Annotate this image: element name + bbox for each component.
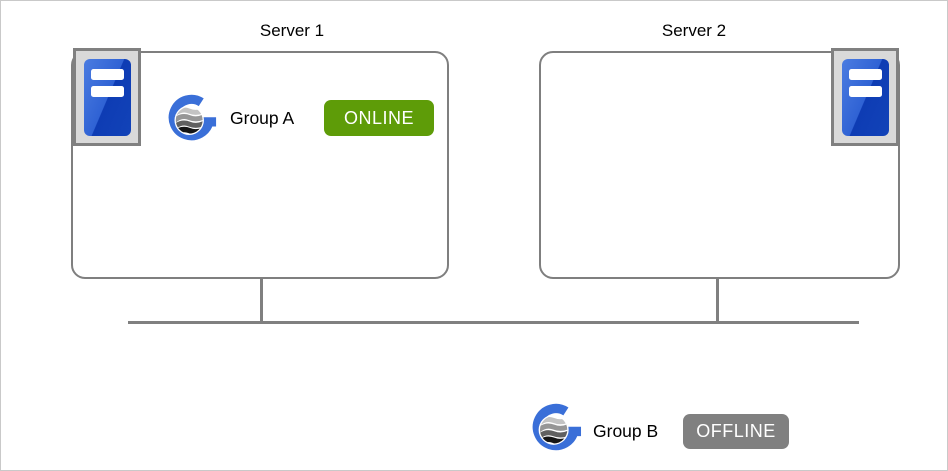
group-b-icon [531, 400, 584, 453]
server1-label: Server 1 [259, 21, 325, 40]
server-tower-shape [83, 58, 131, 136]
server-slot-bar [848, 68, 882, 80]
server2-icon [831, 48, 899, 146]
group-b-name: Group B [593, 421, 659, 441]
server1-icon [73, 48, 141, 146]
server1-network-link-line [260, 279, 263, 323]
group-a-status-badge: ONLINE [324, 100, 434, 136]
server-slot-bar [90, 85, 124, 97]
server-slot-bar [848, 85, 882, 97]
group-a-icon [167, 91, 219, 143]
server-slot-bar [90, 68, 124, 80]
group-a-name: Group A [230, 108, 295, 128]
group-b-status-badge: OFFLINE [683, 414, 789, 449]
server-tower-shape [841, 58, 889, 136]
server2-label: Server 2 [661, 21, 727, 40]
network-bus-line [128, 321, 859, 324]
server2-network-link-line [716, 279, 719, 323]
